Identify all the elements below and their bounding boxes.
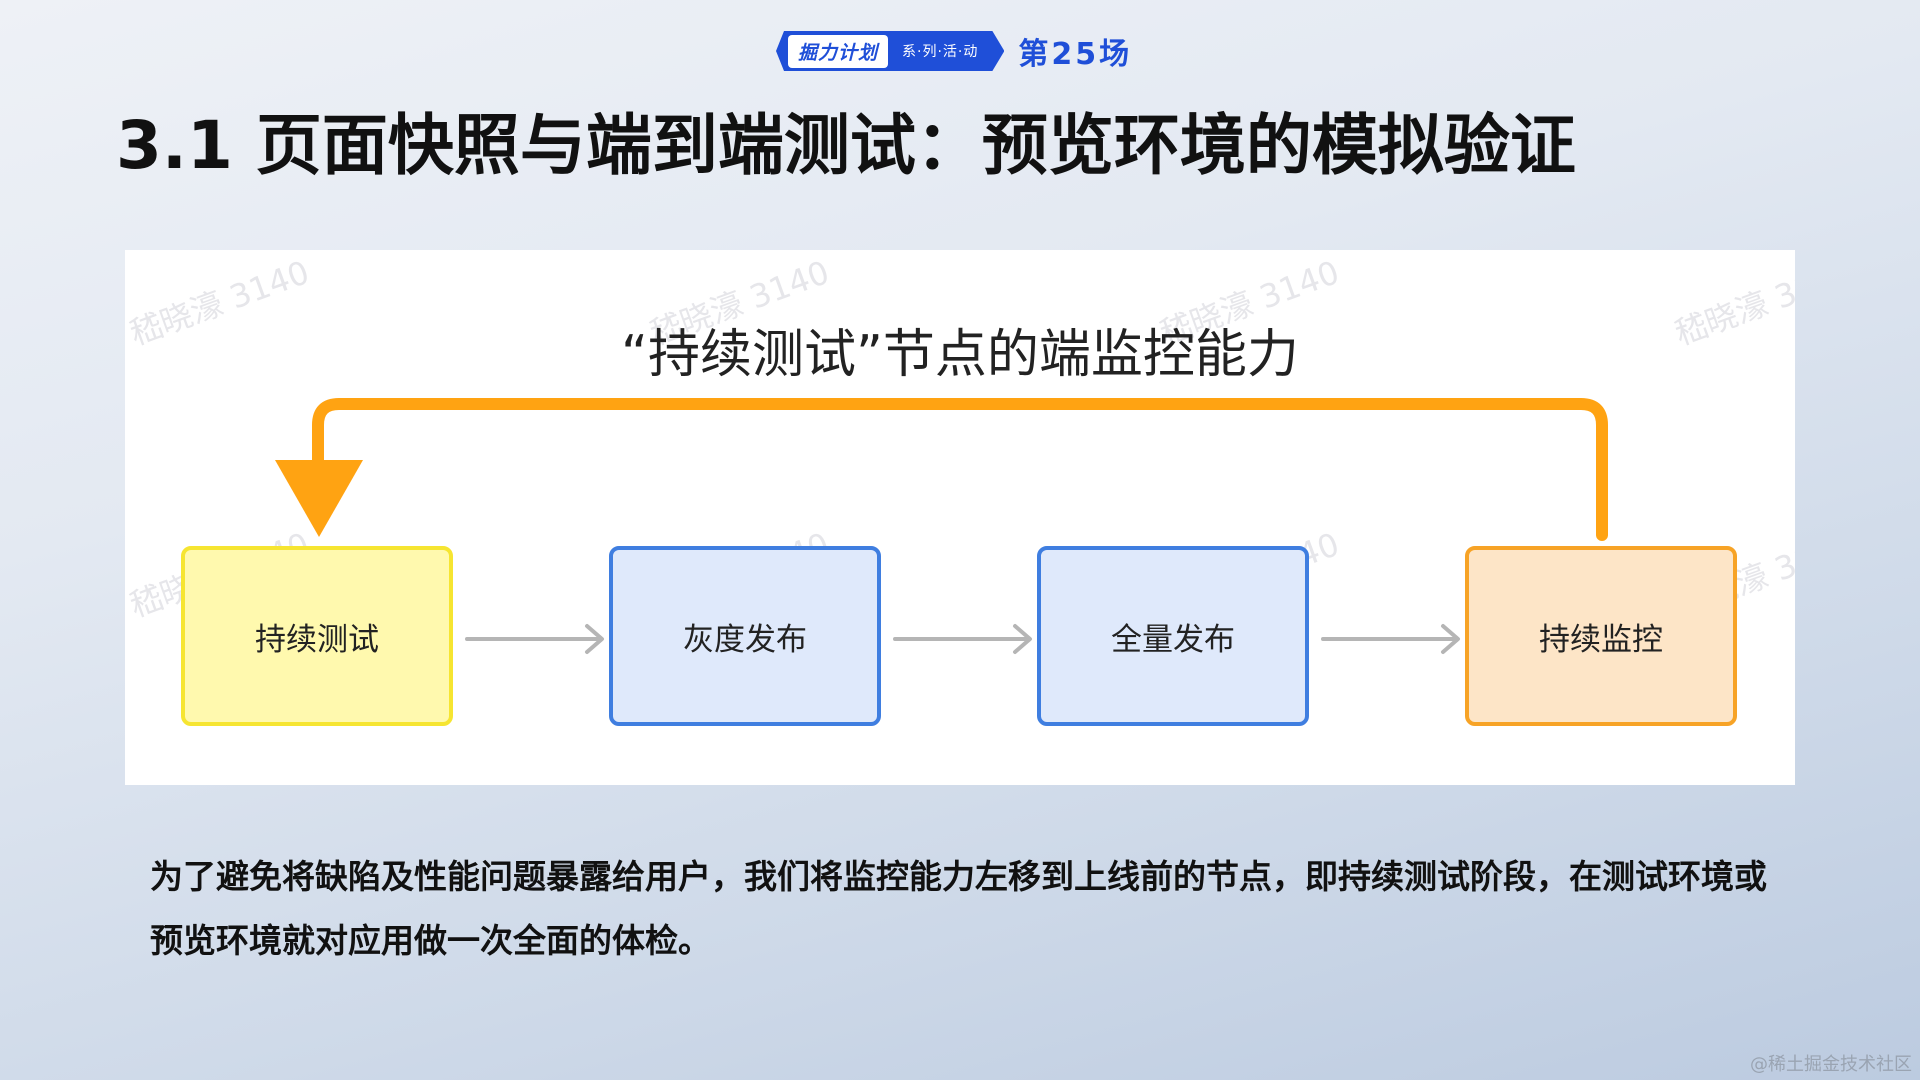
flow-arrow [465,624,604,654]
feedback-loop-arrow [312,398,1608,541]
brand-name: 掘力计划 [788,35,888,68]
brand-series: 系·列·活·动 [902,44,979,60]
description-text: 为了避免将缺陷及性能问题暴露给用户，我们将监控能力左移到上线前的节点，即持续测试… [150,857,1767,960]
diagram-title: “持续测试”节点的端监控能力 [621,325,1299,385]
session-number: 第25场 [1018,37,1133,72]
node-full-release: 全量发布 [1037,546,1309,726]
diagram-connectors [275,398,1608,654]
footer-watermark: @稀土掘金技术社区 [1750,1054,1912,1075]
node-continuous-monitoring: 持续监控 [1465,546,1737,726]
feedback-loop-arrowhead [275,460,363,537]
node-gray-release: 灰度发布 [609,546,881,726]
diagram-panel: 嵇晓濠 3140 嵇晓濠 3140 嵇晓濠 3140 嵇晓濠 3140 嵇晓濠 … [125,250,1795,785]
slide-title: 3.1 页面快照与端到端测试：预览环境的模拟验证 [116,107,1576,184]
flow-arrow [893,624,1032,654]
node-continuous-testing: 持续测试 [181,546,453,726]
brand-pill: 掘力计划 系·列·活·动 [776,31,1004,71]
flow-arrow [1321,624,1460,654]
event-brand-banner: 掘力计划 系·列·活·动 第25场 [776,30,1132,72]
